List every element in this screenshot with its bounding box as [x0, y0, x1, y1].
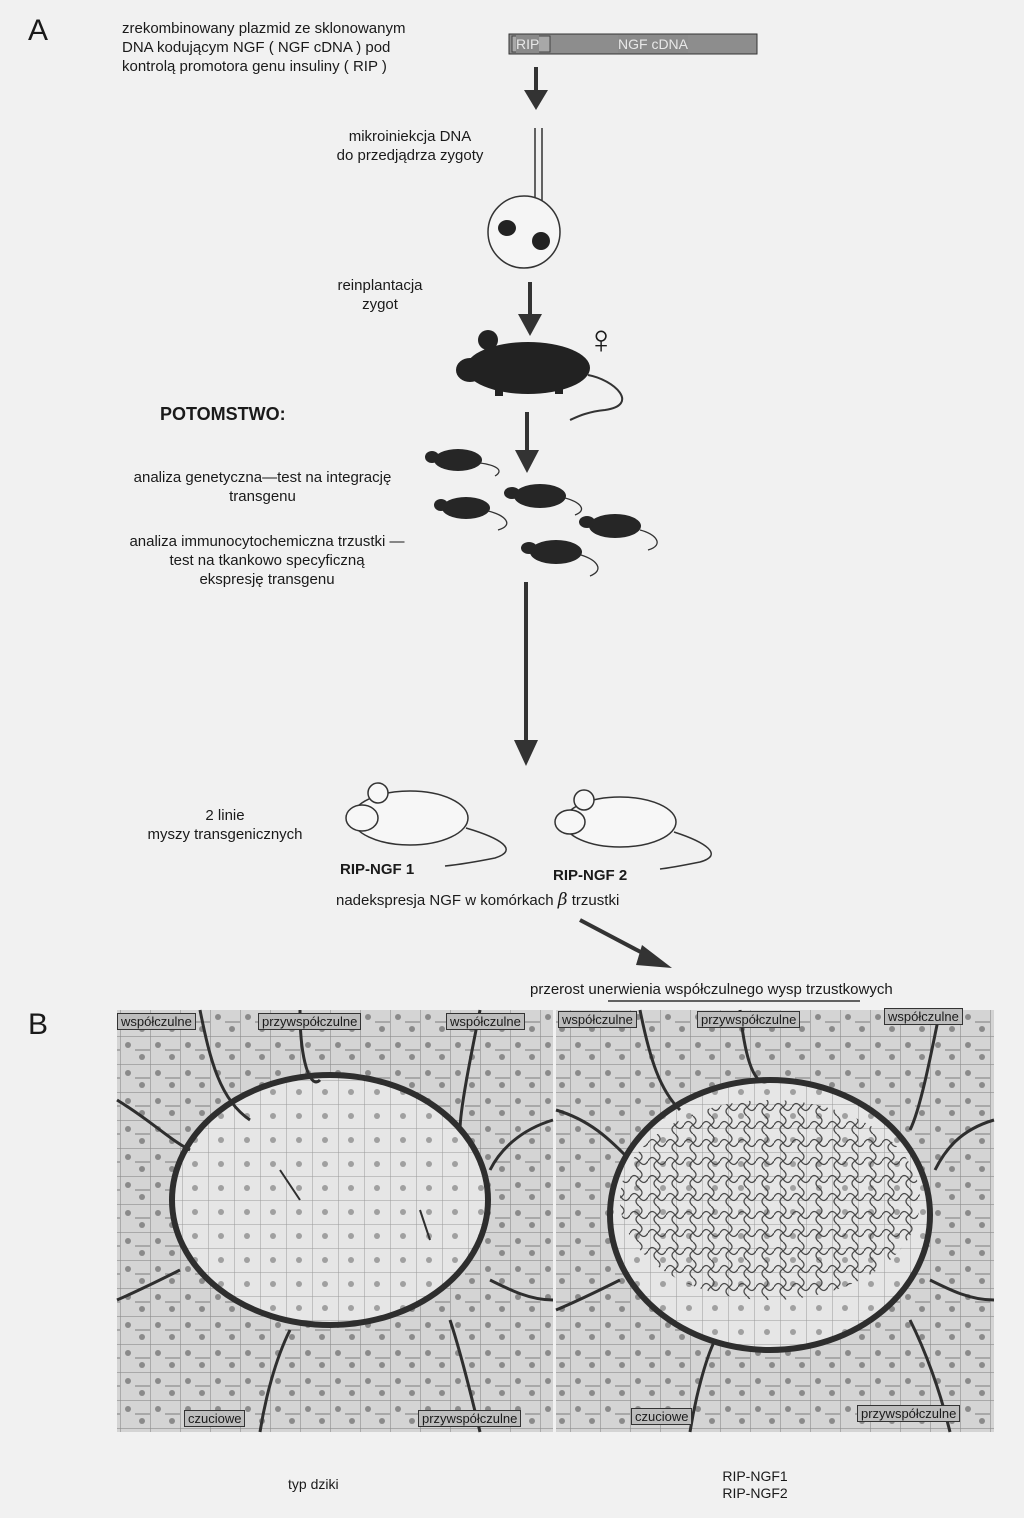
microinjection-text: mikroiniekcja DNA do przedjądrza zygoty — [300, 127, 520, 165]
arrow-down-2 — [518, 282, 542, 336]
arrow-down-1 — [524, 67, 548, 110]
caption-wildtype: typ dziki — [288, 1476, 339, 1492]
tag-parasympathetic-top-tg: przywspółczulne — [697, 1011, 801, 1028]
immuno-line-3: ekspresję transgenu — [199, 571, 335, 588]
offspring-mice — [425, 449, 658, 577]
genetic-line-2: transgenu — [229, 488, 296, 505]
tag-parasympathetic-bottom-wt: przywspółczulne — [418, 1410, 522, 1427]
immuno-line-1: analiza immunocytochemiczna trzustki — — [129, 533, 405, 550]
ngf-cdna-label: NGF cDNA — [618, 35, 688, 53]
reimplant-text: reinplantacja zygot — [310, 276, 450, 314]
arrow-diagonal — [579, 918, 672, 968]
offspring-label: POTOMSTWO: — [160, 404, 286, 424]
transgenic-lines-text: 2 linie myszy transgenicznych — [120, 806, 330, 844]
panel-letter-a: A — [28, 14, 49, 47]
microinjection-line-2: do przedjądrza zygoty — [336, 147, 484, 164]
tag-sensory-wt: czuciowe — [184, 1410, 246, 1427]
arrow-down-long — [514, 582, 538, 766]
pancreas-transgenic-image — [555, 1009, 995, 1433]
plasmid-line-3: kontrolą promotora genu insuliny ( RIP ) — [122, 58, 387, 75]
lines-line-2: myszy transgenicznych — [147, 826, 303, 843]
female-symbol-icon: ♀ — [586, 318, 616, 362]
caption-transgenic-line-1: RIP-NGF1 — [722, 1468, 788, 1484]
tag-sympathetic-right-tg: współczulne — [884, 1008, 963, 1025]
reimplant-line-2: zygot — [362, 296, 398, 313]
lines-line-1: 2 linie — [205, 807, 245, 824]
female-mouse-icon — [456, 330, 623, 421]
tag-sensory-tg: czuciowe — [631, 1408, 693, 1425]
genetic-analysis-text: analiza genetyczna—test na integrację tr… — [80, 468, 445, 506]
tag-sympathetic-right-wt: współczulne — [446, 1013, 525, 1030]
transgenic-mouse-1-icon — [345, 782, 507, 867]
tag-sympathetic-left-wt: współczulne — [117, 1013, 196, 1030]
tag-sympathetic-left-tg: współczulne — [558, 1011, 637, 1028]
line-1-label: RIP-NGF 1 — [340, 861, 415, 878]
caption-transgenic: RIP-NGF1 RIP-NGF2 — [700, 1468, 810, 1502]
panel-letter-b: B — [28, 1008, 49, 1041]
pancreas-wildtype-image — [116, 1009, 554, 1433]
tag-parasympathetic-bottom-tg: przywspółczulne — [857, 1405, 961, 1422]
overexpression-main: nadekspresja NGF w komórkach — [336, 892, 554, 909]
transgenic-mouse-2-icon — [554, 789, 713, 870]
line-2-label: RIP-NGF 2 — [553, 867, 628, 884]
caption-transgenic-line-2: RIP-NGF2 — [722, 1485, 788, 1501]
genetic-line-1: analiza genetyczna—test na integrację — [133, 469, 392, 486]
overexpression-end: trzustki — [571, 892, 620, 909]
hypertrophy-text: przerost unerwienia współczulnego wysp t… — [530, 981, 893, 998]
immuno-line-2: test na tkankowo specyficzną — [169, 552, 365, 569]
immuno-analysis-text: analiza immunocytochemiczna trzustki — t… — [82, 532, 452, 589]
zygote-icon — [487, 195, 561, 269]
plasmid-description: zrekombinowany plazmid ze sklonowanym DN… — [122, 19, 492, 76]
plasmid-line-2: DNA kodującym NGF ( NGF cDNA ) pod — [122, 39, 391, 56]
reimplant-line-1: reinplantacja — [337, 277, 423, 294]
plasmid-line-1: zrekombinowany plazmid ze sklonowanym — [122, 20, 406, 37]
tag-parasympathetic-top-wt: przywspółczulne — [258, 1013, 362, 1030]
rip-label: RIP — [516, 35, 540, 53]
arrow-down-3 — [515, 412, 539, 473]
beta-symbol: β — [557, 890, 568, 910]
overexpression-text: nadekspresja NGF w komórkach β trzustki — [336, 891, 619, 910]
microinjection-line-1: mikroiniekcja DNA — [348, 128, 472, 145]
